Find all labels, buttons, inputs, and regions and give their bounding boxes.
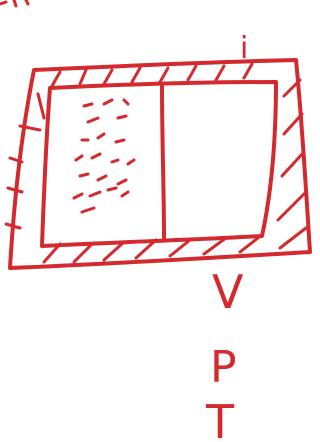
- top-mark-label: i: [240, 31, 248, 66]
- letter-t: T: [205, 395, 235, 442]
- letter-p: P: [210, 342, 237, 393]
- left-panel-stipple: [74, 100, 134, 212]
- inner-frame: [42, 82, 276, 246]
- top-left-scribble: [0, 0, 28, 6]
- outer-frame: [10, 60, 310, 268]
- top-mark: i: [240, 31, 248, 66]
- center-divider: [162, 84, 164, 238]
- letter-v: V: [212, 265, 244, 319]
